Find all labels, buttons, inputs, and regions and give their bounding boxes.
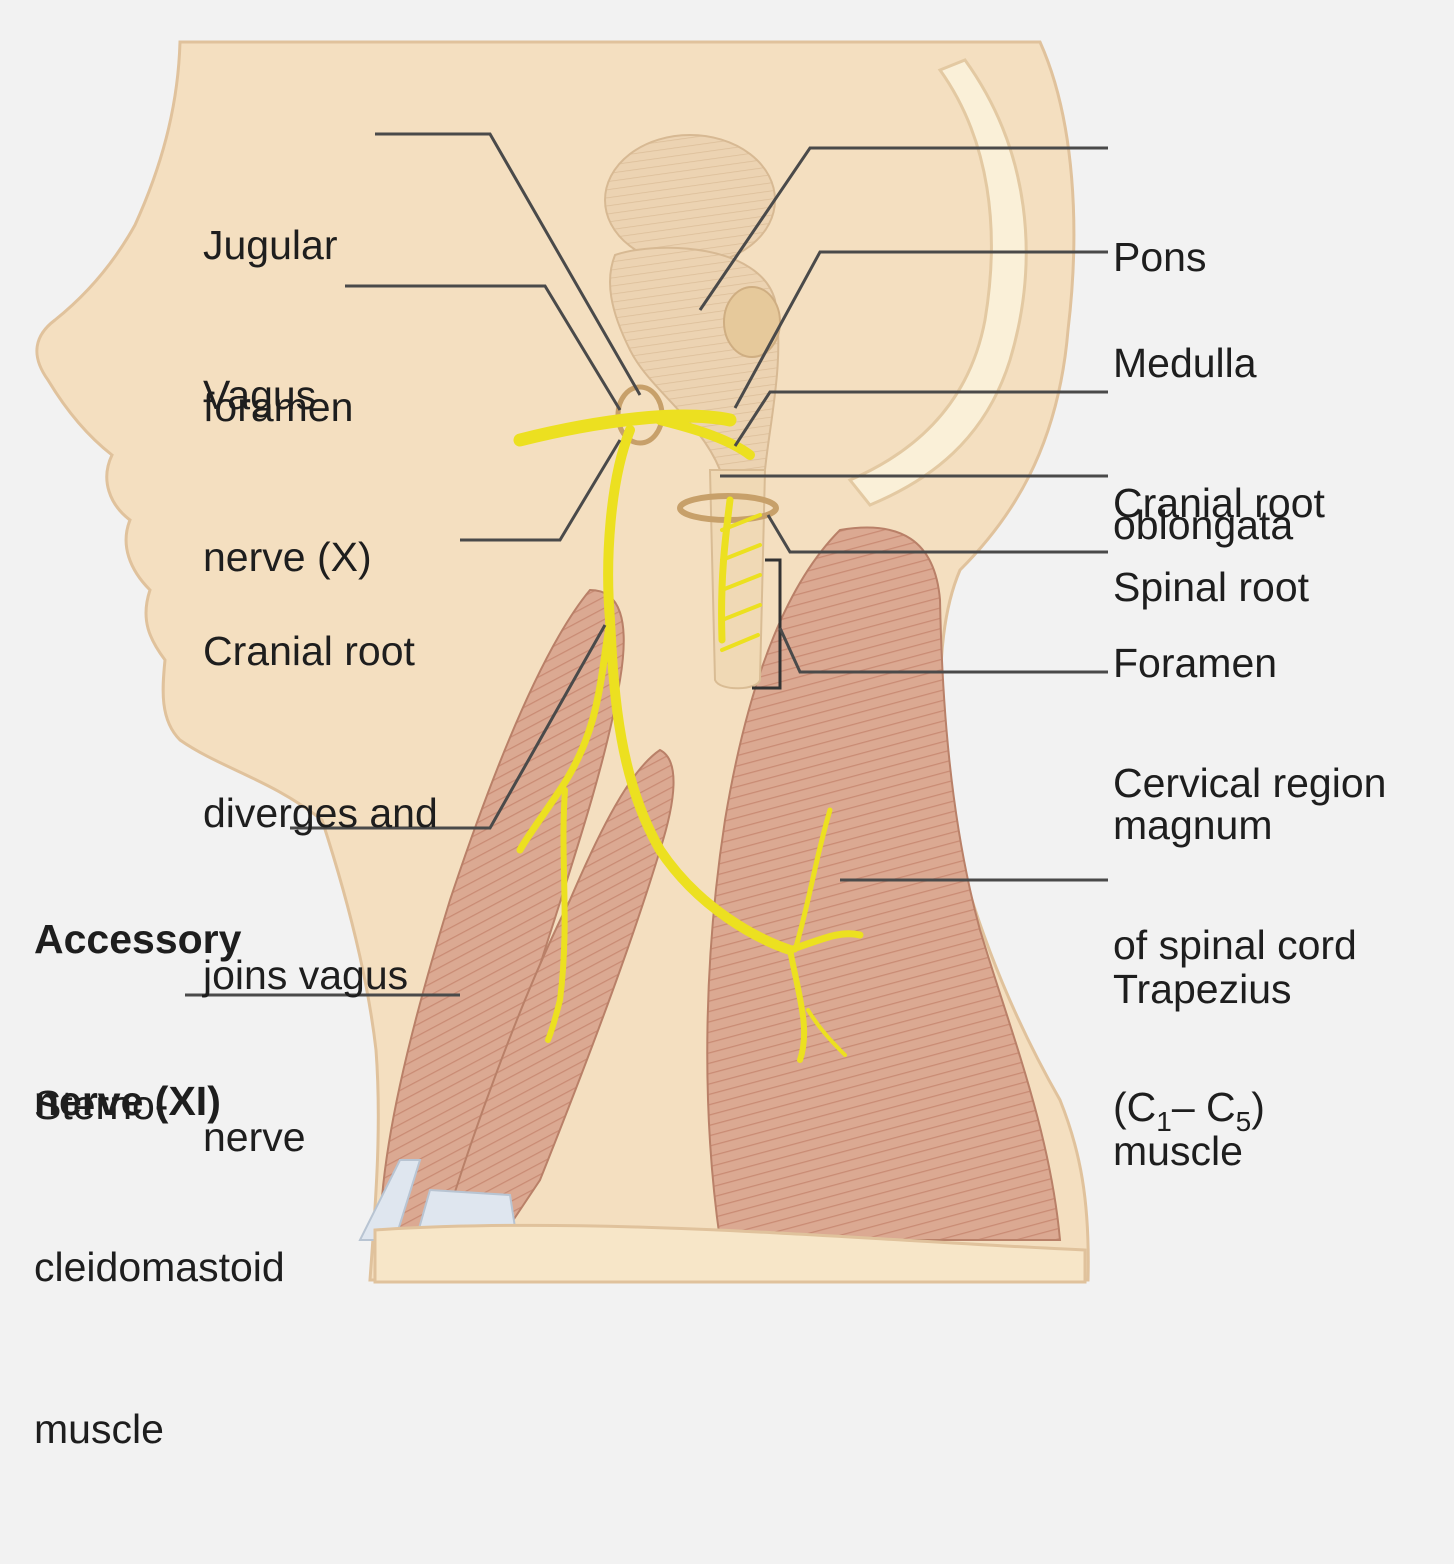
label-sternocleidomastoid: Sterno- cleidomastoid muscle	[34, 970, 285, 1564]
accessory-nerve-diagram: Jugular foramen Vagus nerve (X) Cranial …	[0, 0, 1454, 1306]
olive	[724, 287, 780, 357]
spinal-cord-shape	[710, 470, 765, 688]
label-trapezius: Trapezius muscle	[1113, 854, 1292, 1286]
pons-shape	[605, 135, 775, 265]
